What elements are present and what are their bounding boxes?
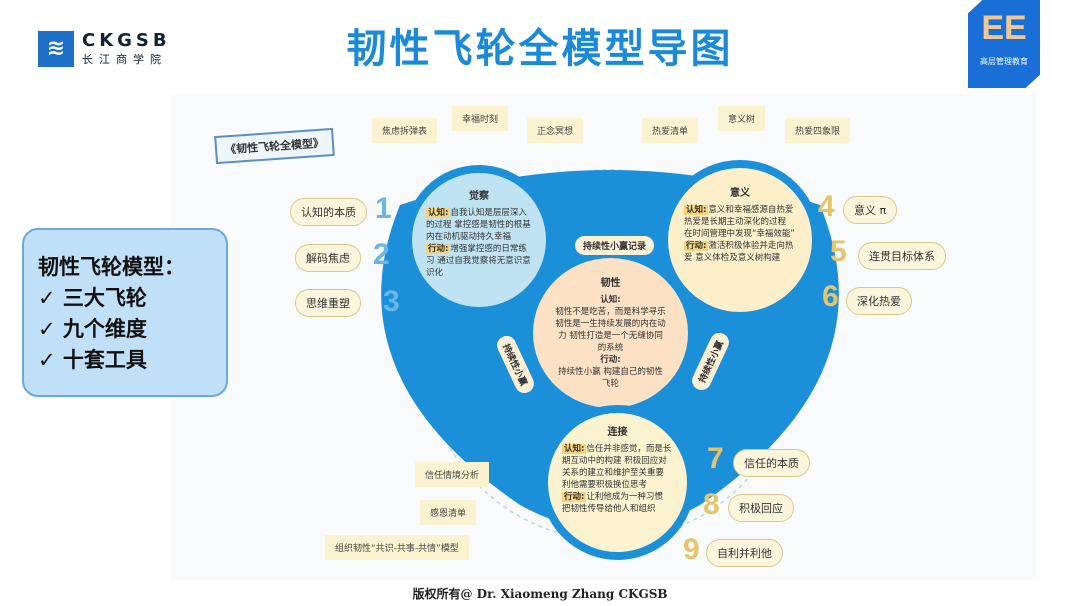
summary-item: ✓ 三大飞轮 <box>38 286 147 310</box>
tool-item: 热爱四象限 <box>785 118 851 143</box>
wheel-connection: 连接 认知:信任并非感觉，而是长期互动中的构建 积极回应对关系的建立和维护至关重… <box>540 405 695 560</box>
wheel-title: 韧性 <box>600 278 621 289</box>
copyright-footer: 版权所有@ Dr. Xiaomeng Zhang CKGSB <box>412 587 668 601</box>
action-text: 激活积极体验并走向热爱 意义体检及意义树构建 <box>684 241 794 263</box>
ee-logo-sub: 高层管理教育 <box>980 57 1028 66</box>
action-tag: 行动: <box>684 241 709 251</box>
side-label-top: 持续性小赢记录 <box>575 236 655 255</box>
dimension-number: 1 <box>375 192 392 225</box>
dimension-number: 5 <box>830 235 847 268</box>
action-text: 增强掌控感的日常练习 通过自我觉察将无意识意识化 <box>426 244 531 278</box>
dimension-label: 深化热爱 <box>846 287 912 315</box>
dimension-label: 认知的本质 <box>290 198 367 226</box>
tool-item: 幸福时刻 <box>452 106 509 131</box>
wheel-title: 觉察 <box>469 191 489 202</box>
tool-item: 感恩清单 <box>420 500 477 525</box>
dimension-label: 自利并利他 <box>706 539 783 567</box>
tool-item: 意义树 <box>718 106 766 131</box>
logo-mark-icon: ≋ <box>38 30 74 67</box>
dimension-number: 6 <box>822 280 839 313</box>
dimension-label: 信任的本质 <box>733 449 810 477</box>
wheel-resilience: 韧性 认知: 韧性不是吃苦，而是科学寻乐 韧性是一生持续发展的内在动力 韧性打造是… <box>533 258 688 408</box>
dimension-number: 3 <box>383 285 400 318</box>
action-tag: 行动: <box>562 492 587 502</box>
action-text: 让利他成为一种习惯 把韧性传导给他人和组织 <box>562 492 663 514</box>
dimension-number: 2 <box>373 238 390 271</box>
model-summary-box: 韧性飞轮模型： ✓ 三大飞轮 ✓ 九个维度 ✓ 十套工具 <box>22 228 228 397</box>
page-title: 韧性飞轮全模型导图 <box>346 26 734 72</box>
cognition-text: 韧性不是吃苦，而是科学寻乐 韧性是一生持续发展的内在动力 韧性打造是一个无缝协同… <box>555 307 666 353</box>
logo-cn: 长江商学院 <box>82 53 167 66</box>
wheel-meaning: 意义 认知:意义和幸福感源自热爱 热爱是长期主动深化的过程 在时间管理中发现“幸… <box>660 160 820 320</box>
dimension-label: 意义 π <box>843 196 898 224</box>
summary-item: ✓ 十套工具 <box>38 348 147 372</box>
action-tag: 行动: <box>426 244 451 254</box>
cognition-tag: 认知: <box>562 444 587 454</box>
dimension-label: 解码焦虑 <box>295 244 361 272</box>
cognition-tag: 认知: <box>600 295 621 305</box>
dimension-label: 积极回应 <box>728 494 794 522</box>
ee-logo-text: EE <box>981 9 1027 47</box>
tool-item: 组织韧性“共识-共事-共情”模型 <box>325 535 469 560</box>
summary-item: ✓ 九个维度 <box>38 317 147 341</box>
dimension-label: 连贯目标体系 <box>858 242 946 270</box>
cognition-tag: 认知: <box>426 208 451 218</box>
logo-en: CKGSB <box>82 30 171 51</box>
tool-item: 正念冥想 <box>527 118 584 143</box>
cognition-tag: 认知: <box>684 205 709 215</box>
dimension-number: 9 <box>683 533 700 566</box>
wheel-title: 连接 <box>607 427 628 438</box>
action-tag: 行动: <box>600 355 621 365</box>
tool-item: 信任情境分析 <box>415 462 490 487</box>
wheel-awareness: 觉察 认知:自我认知是层层深入的过程 掌控感是韧性的根基 内在动机驱动持久幸福 … <box>404 165 554 315</box>
summary-title: 韧性飞轮模型： <box>38 255 185 279</box>
dimension-number: 8 <box>703 488 720 521</box>
action-text: 持续性小赢 构建自己的韧性飞轮 <box>558 367 663 389</box>
cognition-text: 信任并非感觉，而是长期互动中的构建 积极回应对关系的建立和维护至关重要 利他需要… <box>562 444 672 490</box>
dimension-label: 思维重塑 <box>295 289 361 317</box>
dimension-number: 4 <box>818 190 835 223</box>
ee-logo: EE 高层管理教育 <box>968 0 1040 88</box>
tool-item: 焦虑拆弹表 <box>372 118 438 143</box>
cognition-text: 自我认知是层层深入的过程 掌控感是韧性的根基 内在动机驱动持久幸福 <box>426 208 531 242</box>
dimension-number: 7 <box>707 442 724 475</box>
ckgsb-logo: ≋ CKGSB 长江商学院 <box>38 30 171 67</box>
wheel-title: 意义 <box>730 188 750 199</box>
tool-item: 热爱清单 <box>642 118 699 143</box>
cognition-text: 意义和幸福感源自热爱 热爱是长期主动深化的过程 在时间管理中发现“幸福效能” <box>684 205 795 239</box>
